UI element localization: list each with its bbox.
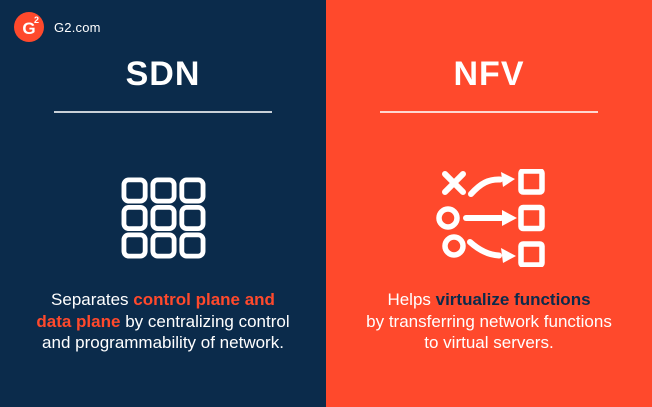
text-segment: Separates bbox=[51, 290, 134, 309]
highlight-text-segment: control plane and bbox=[133, 290, 275, 309]
workflow-mapping-icon-svg bbox=[436, 169, 545, 267]
sdn-panel: SDN Separates control plane and data pla… bbox=[0, 0, 326, 407]
g2-logo: G 2 G2.com bbox=[14, 12, 101, 42]
text-segment: by transferring network functions bbox=[366, 311, 612, 331]
sdn-title: SDN bbox=[125, 55, 201, 93]
sdn-description: Separates control plane and data plane b… bbox=[36, 289, 289, 354]
text-segment: to virtual servers. bbox=[424, 333, 554, 352]
description-line: by transferring network functions bbox=[366, 311, 612, 333]
description-line: to virtual servers. bbox=[366, 332, 612, 354]
nfv-panel: NFV Helps virtualize fu bbox=[326, 0, 652, 407]
highlight-text-segment: data plane bbox=[36, 311, 121, 331]
highlight-text-segment: virtualize functions bbox=[435, 290, 591, 309]
g2-logo-icon: G 2 bbox=[14, 12, 44, 42]
logo-g-glyph: G bbox=[22, 18, 36, 38]
nfv-title: NFV bbox=[453, 55, 525, 93]
description-line: and programmability of network. bbox=[36, 332, 289, 354]
text-segment: by centralizing control bbox=[120, 311, 290, 331]
nfv-divider-line bbox=[380, 111, 598, 113]
description-line: Separates control plane and bbox=[36, 289, 289, 311]
workflow-mapping-icon bbox=[433, 169, 545, 267]
logo-text: G2.com bbox=[54, 19, 101, 35]
description-line: data plane by centralizing control bbox=[36, 311, 289, 333]
text-segment: and programmability of network. bbox=[42, 333, 284, 352]
logo-2-glyph: 2 bbox=[33, 15, 39, 25]
description-line: Helps virtualize functions bbox=[366, 289, 612, 311]
grid-3x3-icon-svg bbox=[121, 177, 205, 259]
grid-3x3-icon bbox=[121, 169, 206, 267]
nfv-description: Helps virtualize functions by transferri… bbox=[366, 289, 612, 354]
text-segment: Helps bbox=[387, 290, 436, 309]
sdn-divider-line bbox=[54, 111, 272, 113]
